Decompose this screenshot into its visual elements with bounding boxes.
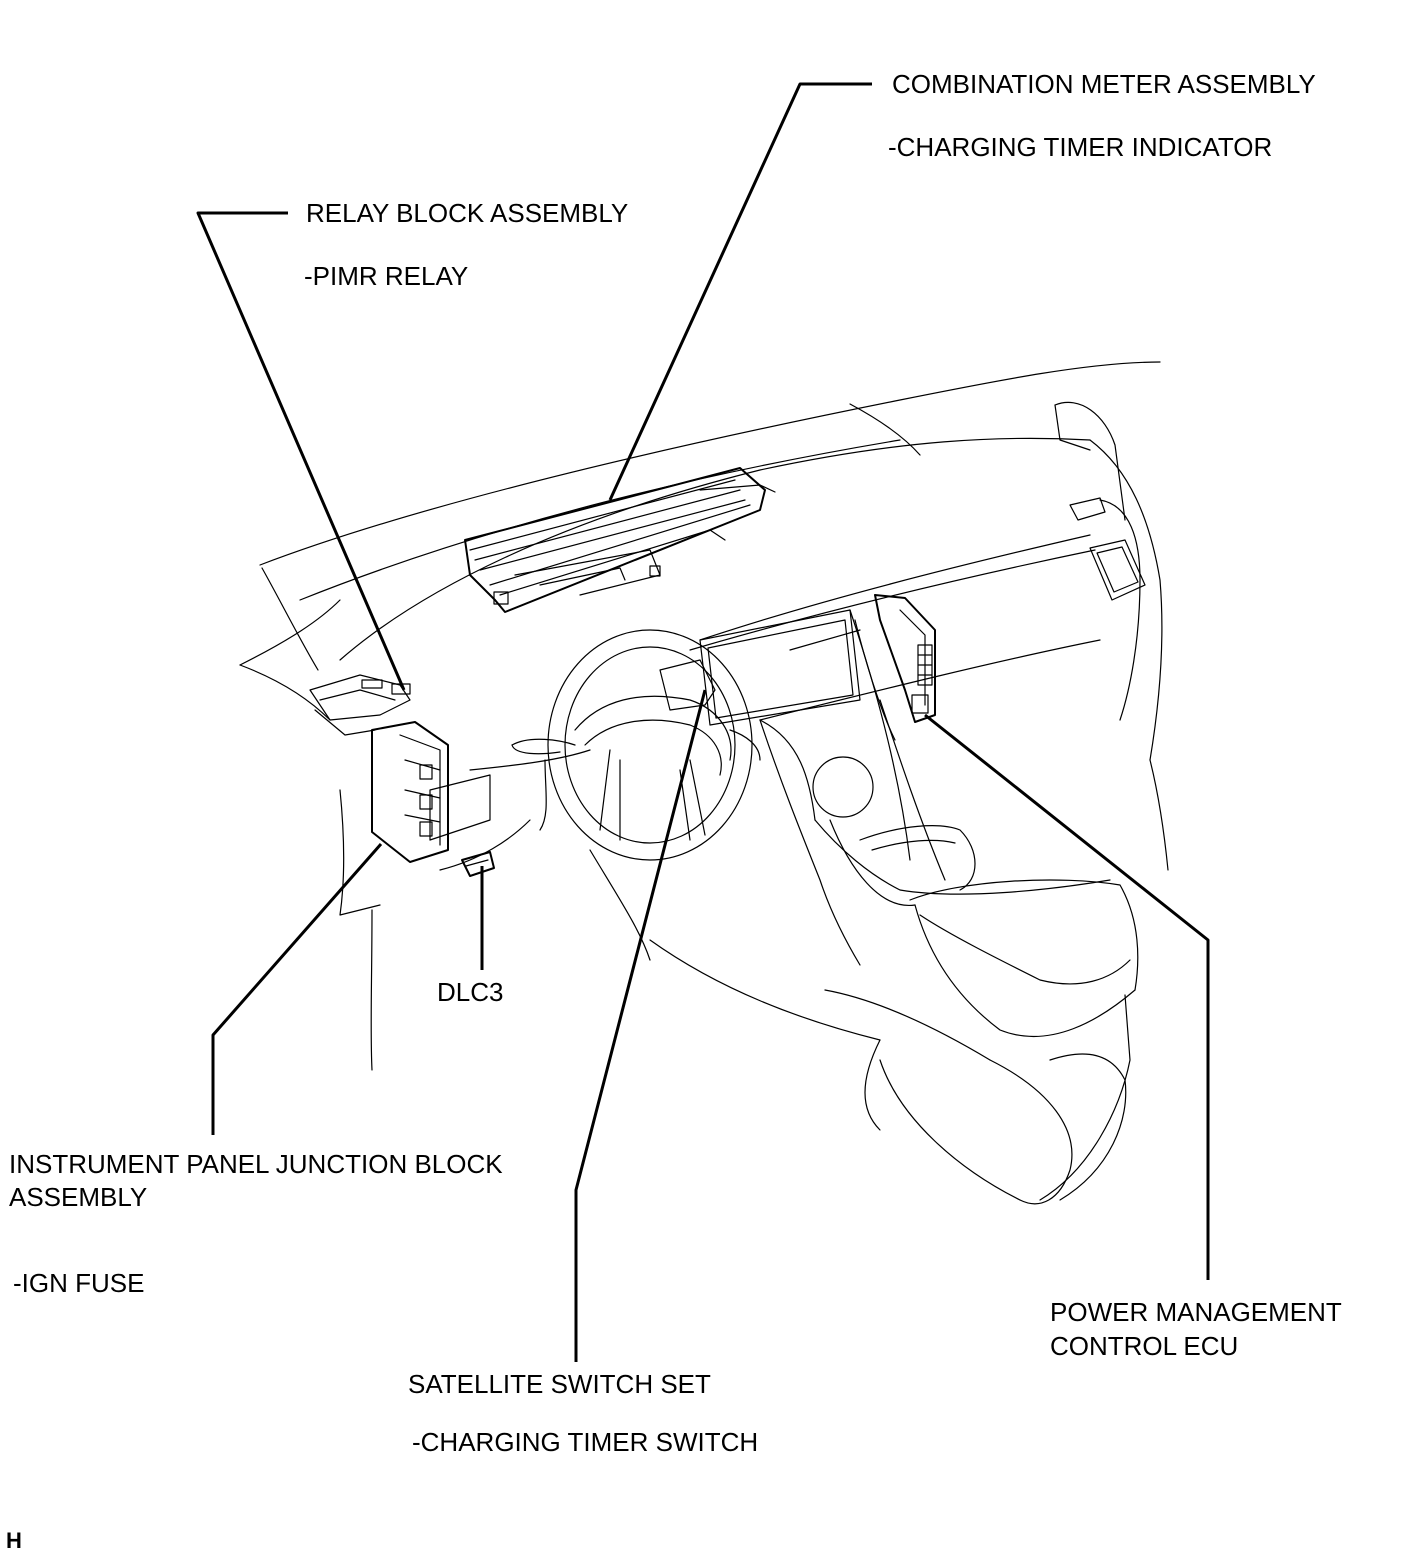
- junction-block-label-line1: INSTRUMENT PANEL JUNCTION BLOCK: [9, 1149, 503, 1179]
- ign-fuse-label: -IGN FUSE: [13, 1268, 145, 1298]
- relay-block-label: RELAY BLOCK ASSEMBLY: [306, 198, 629, 228]
- power-ecu-label-line2: CONTROL ECU: [1050, 1331, 1239, 1361]
- satellite-switch-label: SATELLITE SWITCH SET: [408, 1369, 711, 1399]
- charging-timer-switch-label: -CHARGING TIMER SWITCH: [412, 1427, 759, 1457]
- leader-relay-block: [196, 211, 406, 691]
- leader-lines: [196, 82, 1210, 1362]
- leader-junction-block: [211, 843, 383, 1135]
- steering-wheel: [511, 629, 761, 861]
- combination-meter-label: COMBINATION METER ASSEMBLY: [892, 69, 1316, 99]
- power-ecu-drawing: [874, 594, 936, 723]
- relay-and-junction-block-drawing: [309, 674, 449, 863]
- dashboard-outline: [239, 361, 1169, 1205]
- junction-block-label-line2: ASSEMBLY: [9, 1182, 148, 1212]
- leader-power-ecu: [924, 713, 1210, 1280]
- dlc3-connector-drawing: [461, 851, 495, 877]
- charging-timer-indicator-label: -CHARGING TIMER INDICATOR: [888, 132, 1273, 162]
- dlc3-label: DLC3: [437, 977, 504, 1007]
- corner-mark: H: [6, 1528, 22, 1553]
- combination-meter-drawing: [464, 467, 776, 613]
- leader-satellite-switch: [574, 689, 707, 1362]
- power-ecu-label-line1: POWER MANAGEMENT: [1050, 1297, 1342, 1327]
- pimr-relay-label: -PIMR RELAY: [304, 261, 469, 291]
- leader-combination-meter: [608, 82, 872, 501]
